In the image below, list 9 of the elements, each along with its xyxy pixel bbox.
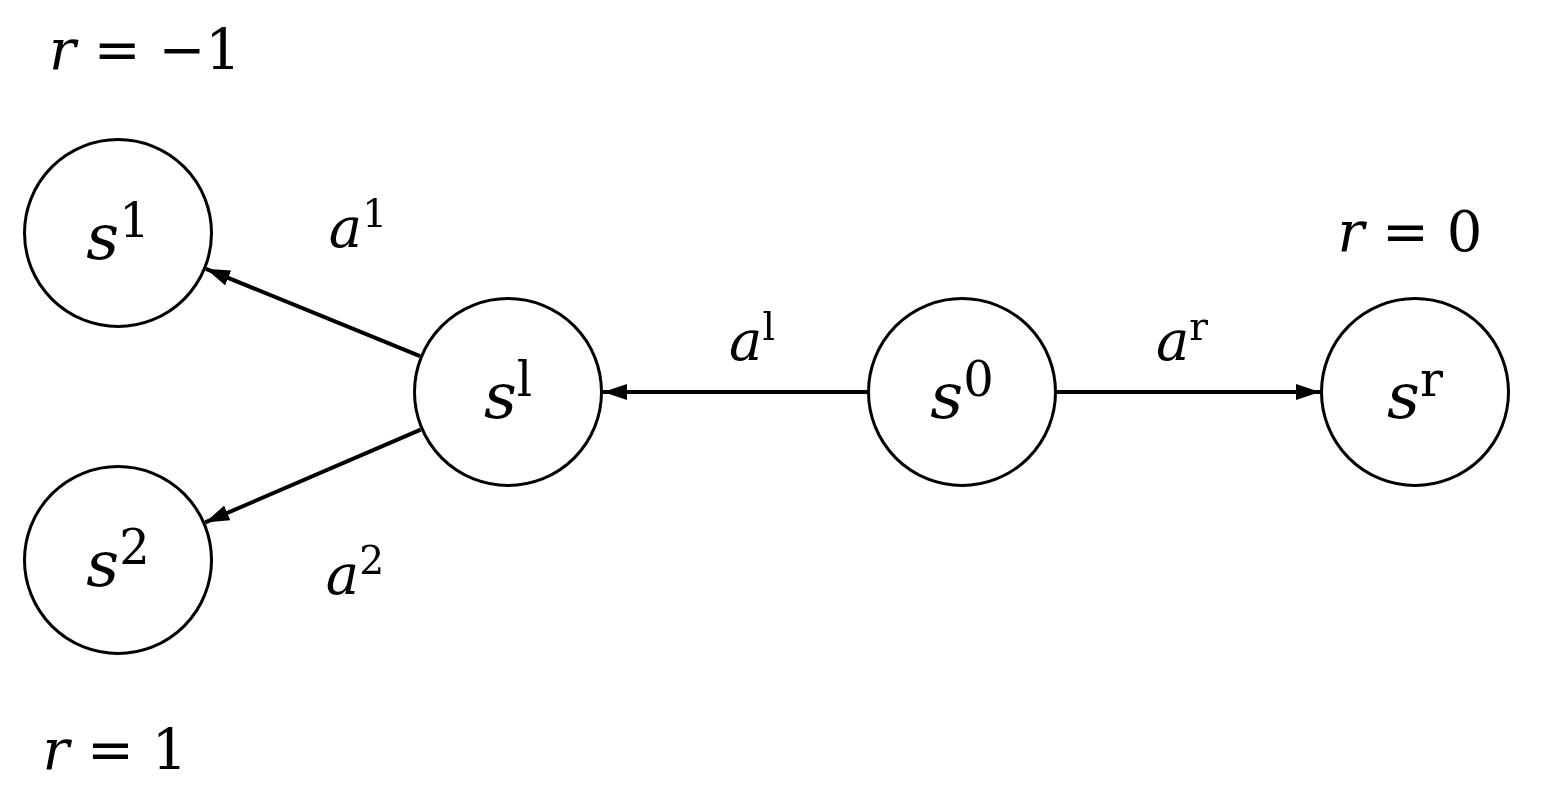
arrow bbox=[603, 384, 867, 400]
state-label: s$^{0}$ bbox=[930, 355, 994, 429]
state-label: s$^{1}$ bbox=[86, 196, 150, 270]
arrow bbox=[1057, 384, 1320, 400]
state-label: s$^{2}$ bbox=[86, 523, 150, 597]
arrow bbox=[204, 427, 422, 525]
state-label: s$^{r}$ bbox=[1387, 355, 1443, 429]
state-label: s$^{l}$ bbox=[483, 355, 533, 429]
arrow bbox=[205, 267, 421, 358]
